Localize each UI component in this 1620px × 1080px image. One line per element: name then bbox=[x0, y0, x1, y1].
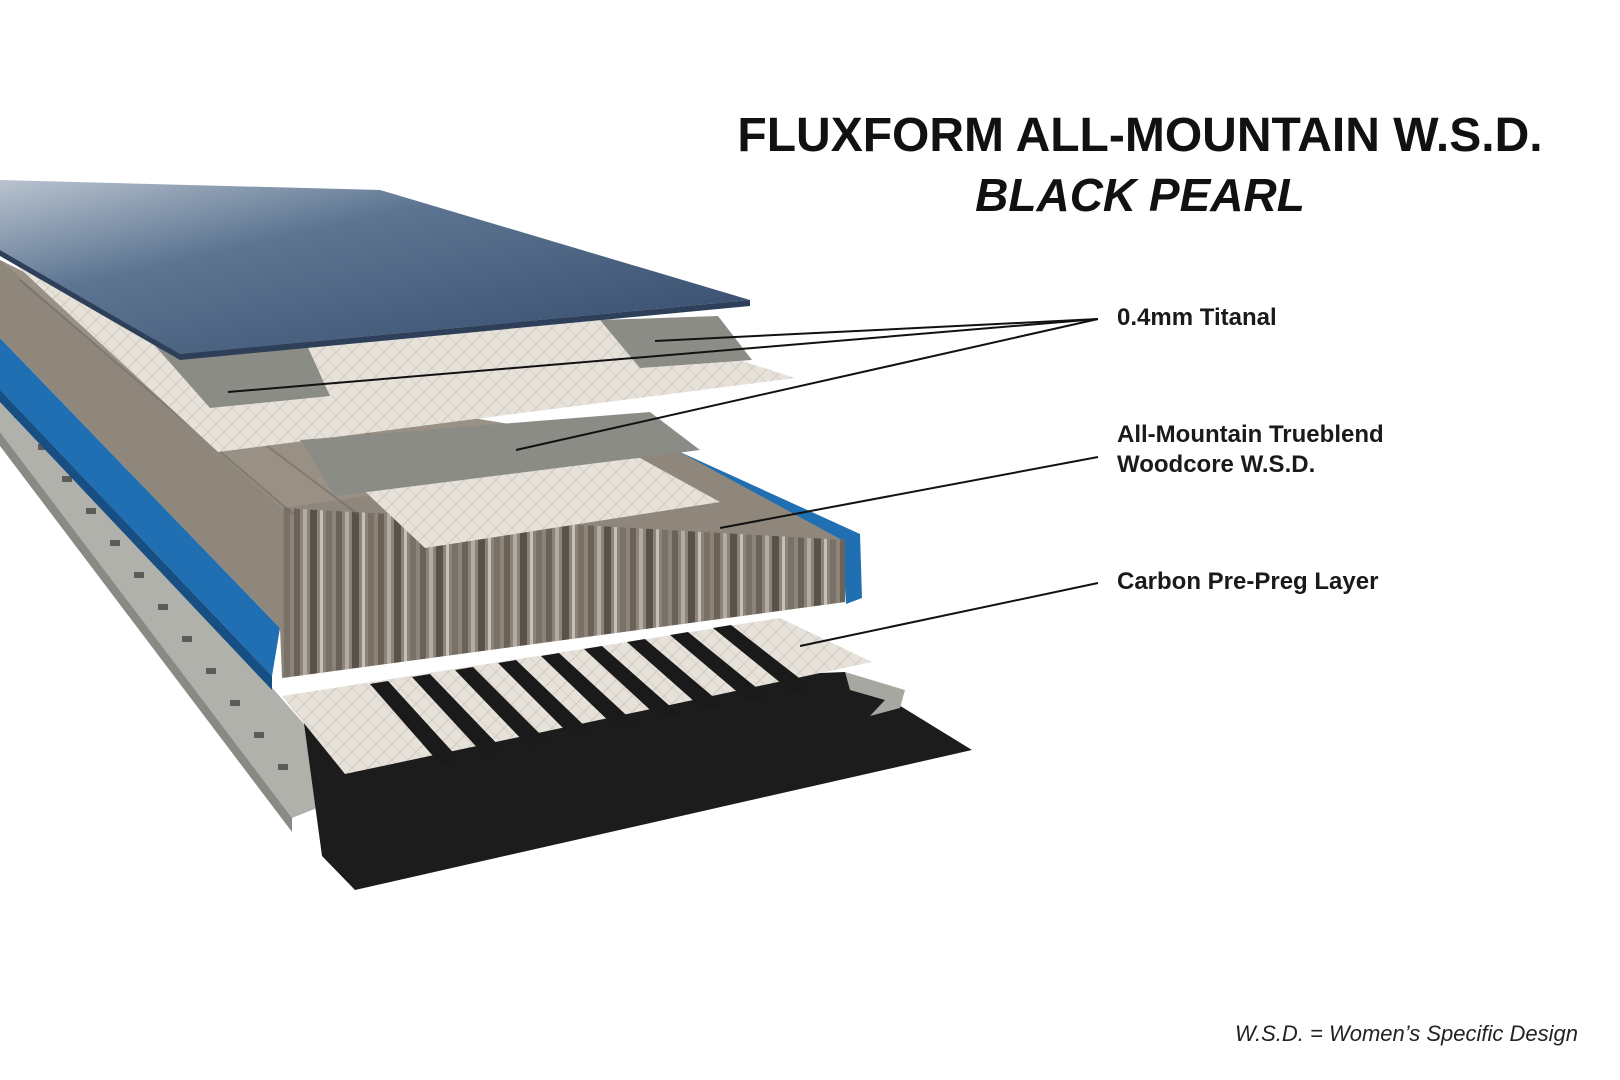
label-carbon: Carbon Pre-Preg Layer bbox=[1117, 567, 1537, 597]
label-woodcore-line1: All-Mountain Trueblend bbox=[1117, 421, 1384, 448]
product-title: FLUXFORM ALL-MOUNTAIN W.S.D. bbox=[737, 109, 1543, 162]
woodcore-leader bbox=[719, 456, 1099, 529]
label-titanal-text: 0.4mm Titanal bbox=[1117, 304, 1277, 331]
footnote: W.S.D. = Women’s Specific Design bbox=[1235, 1021, 1578, 1046]
titanal-leader-2 bbox=[227, 318, 1099, 393]
base-edge-tab bbox=[845, 672, 905, 716]
fade-overlay bbox=[0, 0, 800, 300]
titanal-leader-3 bbox=[515, 318, 1099, 451]
label-carbon-text: Carbon Pre-Preg Layer bbox=[1117, 568, 1379, 595]
label-woodcore-line2: Woodcore W.S.D. bbox=[1117, 451, 1316, 478]
carbon-leader bbox=[799, 582, 1099, 647]
label-woodcore: All-Mountain Trueblend Woodcore W.S.D. bbox=[1117, 420, 1537, 480]
leader-lines bbox=[227, 318, 1099, 647]
titanal-leader-1 bbox=[654, 318, 1099, 342]
label-titanal: 0.4mm Titanal bbox=[1117, 303, 1537, 333]
product-subtitle: BLACK PEARL bbox=[975, 169, 1305, 221]
carbon-pre-preg-layer bbox=[282, 618, 872, 774]
